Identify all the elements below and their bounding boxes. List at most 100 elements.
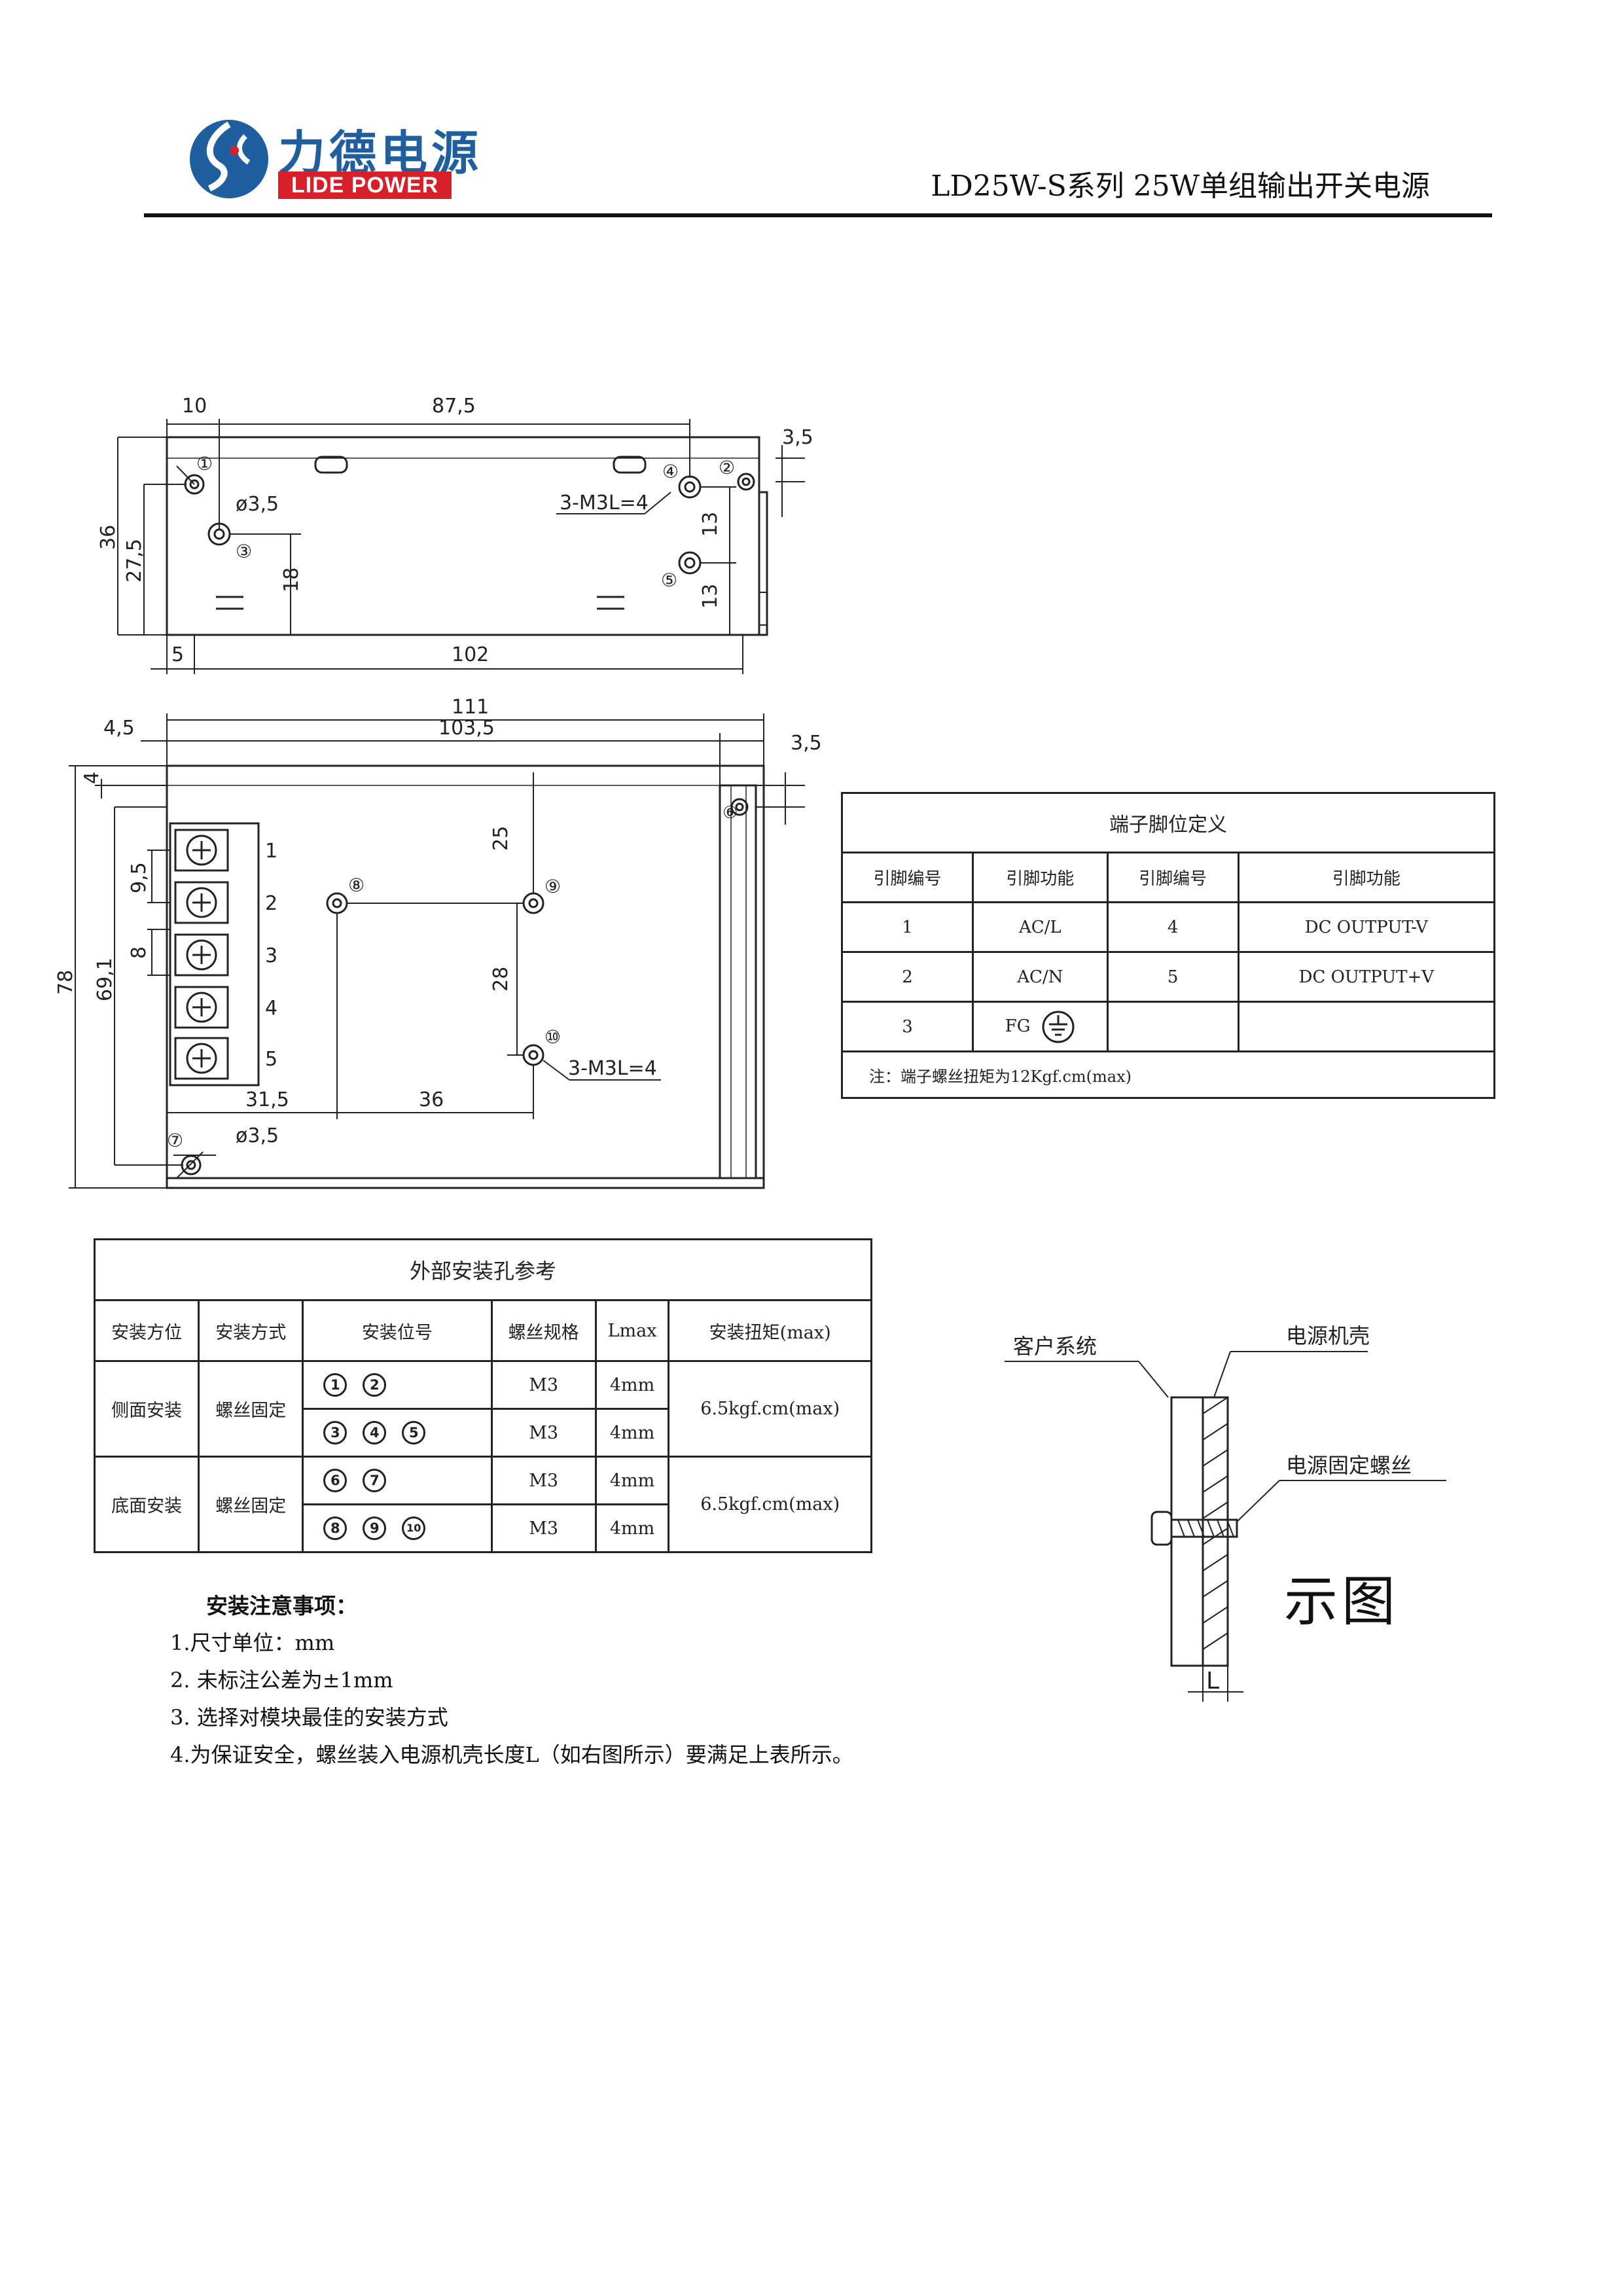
note-item: 3. 选择对模块最佳的安装方式	[170, 1705, 448, 1730]
dim-36: 36	[97, 525, 120, 550]
pin-function: DC OUTPUT-V	[1237, 901, 1496, 953]
dim-5: 5	[171, 643, 184, 666]
terminal-label-5: 5	[265, 1048, 277, 1071]
terminal-label-4: 4	[265, 997, 277, 1020]
pin-function: DC OUTPUT+V	[1237, 951, 1496, 1003]
screw-spec-label: 3-M3L=4	[560, 492, 649, 514]
dim-3-5-front: 3,5	[791, 732, 822, 755]
customer-system-label: 客户系统	[1013, 1334, 1097, 1359]
position-marker: 7	[363, 1469, 387, 1492]
front-screw-spec-label: 3-M3L=4	[568, 1057, 657, 1080]
mount-table-header: 安装扭矩(max)	[668, 1299, 872, 1362]
mount-table-header: 螺丝规格	[490, 1299, 597, 1362]
mount-table-header: Lmax	[594, 1299, 670, 1362]
top-view-holes	[184, 473, 755, 575]
position-marker: 10	[402, 1516, 426, 1540]
position-marker: 6	[323, 1469, 348, 1492]
dim-103-5: 103,5	[438, 717, 495, 740]
ground-icon	[1042, 1011, 1075, 1043]
mount-table-header: 安装方式	[198, 1299, 304, 1362]
table-row: 1 AC/L 4 DC OUTPUT-V	[841, 901, 1496, 953]
logo-emblem-icon	[190, 120, 268, 198]
pin-table-note: 注：端子螺丝扭矩为12Kgf.cm(max)	[841, 1050, 1495, 1099]
terminal-label-3: 3	[265, 944, 277, 967]
dim-9-5: 9,5	[128, 862, 151, 893]
mount-torque: 6.5kgf.cm(max)	[668, 1360, 872, 1458]
note-item: 1.尺寸单位：mm	[170, 1630, 335, 1655]
dim-13-b: 13	[699, 584, 722, 609]
pin-number: 2	[841, 951, 974, 1003]
document-title: LD25W-S系列 25W单组输出开关电源	[931, 170, 1430, 203]
mount-table-caption: 外部安装孔参考	[94, 1238, 872, 1301]
marker-1: ①	[196, 453, 213, 475]
notes-title: 安装注意事项：	[206, 1593, 357, 1619]
pin-function: AC/L	[971, 901, 1109, 953]
mount-method: 螺丝固定	[198, 1360, 304, 1458]
screw-spec: M3	[490, 1503, 597, 1553]
dim-111: 111	[452, 696, 489, 719]
pin-function-fg: FG	[971, 1001, 1109, 1052]
mount-table-header: 安装位号	[302, 1299, 493, 1362]
position-marker: 8	[323, 1516, 348, 1540]
terminal-label-2: 2	[265, 892, 277, 915]
note-item: 2. 未标注公差为±1mm	[170, 1668, 393, 1693]
lmax-value: 4mm	[594, 1360, 670, 1410]
table-row: 2 AC/N 5 DC OUTPUT+V	[841, 951, 1496, 1003]
marker-6: ⑥	[722, 803, 738, 823]
pin-number: 3	[841, 1001, 974, 1052]
diagram-caption: 示图	[1284, 1571, 1400, 1633]
mounting-diagram	[1005, 1351, 1446, 1702]
pin-number: 1	[841, 901, 974, 953]
marker-9: ⑨	[544, 876, 561, 897]
logo-english-name: LIDE POWER	[278, 171, 452, 199]
dim-4: 4	[80, 772, 103, 784]
dim-10: 10	[182, 395, 207, 418]
mount-side: 底面安装	[93, 1456, 200, 1553]
fixing-screw-label: 电源固定螺丝	[1286, 1453, 1412, 1478]
marker-3: ③	[236, 541, 252, 562]
terminal-label-1: 1	[265, 840, 277, 863]
pin-table-header: 引脚功能	[1237, 852, 1496, 903]
dim-13-a: 13	[699, 512, 722, 537]
marker-2: ②	[719, 457, 735, 478]
position-marker: 1	[323, 1373, 348, 1397]
dim-36-front: 36	[419, 1088, 444, 1111]
front-hole-diameter-label: ø3,5	[236, 1124, 279, 1147]
marker-4: ④	[662, 461, 679, 482]
position-marker: 9	[363, 1516, 387, 1540]
pin-table-header: 引脚功能	[971, 852, 1109, 903]
note-item: 4.为保证安全，螺丝装入电源机壳长度L（如右图所示）要满足上表所示。	[170, 1742, 853, 1767]
mount-method: 螺丝固定	[198, 1456, 304, 1553]
top-view-outline	[166, 436, 768, 636]
dim-69-1: 69,1	[94, 958, 116, 1001]
mount-side: 侧面安装	[93, 1360, 200, 1458]
pin-number: 4	[1106, 901, 1240, 953]
mount-table-header: 安装方位	[93, 1299, 200, 1362]
length-l-label: L	[1206, 1668, 1219, 1695]
front-view-outline	[166, 764, 765, 1189]
position-marker: 5	[402, 1421, 426, 1444]
lmax-value: 4mm	[594, 1456, 670, 1505]
terminal-block	[169, 822, 260, 1086]
pin-table-header: 引脚编号	[841, 852, 974, 903]
hole-diameter-label: ø3,5	[236, 493, 279, 516]
dim-28: 28	[490, 967, 512, 992]
pin-table-header: 引脚编号	[1106, 852, 1240, 903]
pin-table-caption: 端子脚位定义	[841, 792, 1495, 853]
pin-function: FG	[1005, 1016, 1031, 1036]
mount-torque: 6.5kgf.cm(max)	[668, 1456, 872, 1553]
dim-8: 8	[128, 946, 151, 959]
dim-31-5: 31,5	[245, 1088, 289, 1111]
table-row: 3 FG	[841, 1001, 1496, 1052]
dim-27-5: 27,5	[123, 539, 146, 583]
dim-102: 102	[452, 643, 489, 666]
dim-78: 78	[54, 970, 77, 995]
installation-notes: 安装注意事项： 1.尺寸单位：mm 2. 未标注公差为±1mm 3. 选择对模块…	[170, 1587, 853, 1774]
